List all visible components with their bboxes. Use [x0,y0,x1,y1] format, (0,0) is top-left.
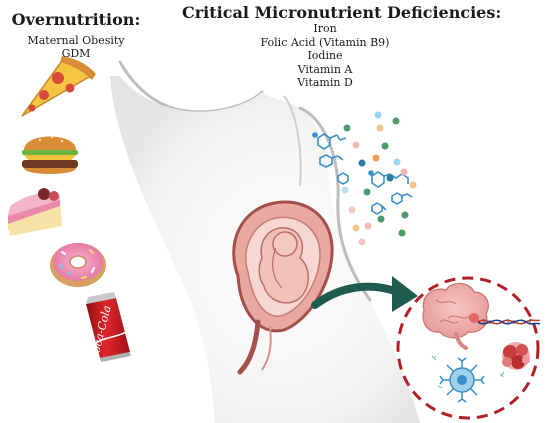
burger-icon [22,135,78,174]
pizza-icon [21,56,96,117]
cake-icon [8,188,62,236]
overnutrition-item: GDM [61,47,91,60]
donut-icon [50,243,106,287]
overnutrition-item: Maternal Obesity [27,34,125,47]
nutrient-dots [341,111,417,246]
uterus-fetus-icon [232,200,334,375]
micronutrient-item-iron: Iron [313,22,337,35]
micronutrient-title: Critical Micronutrient Deficiencies: [182,3,502,22]
micronutrient-list: Iron Folic Acid (Vitamin B9) Iodine Vita… [182,22,468,90]
immune-cell-icon [431,355,505,403]
micronutrient-item-folic-acid: Folic Acid (Vitamin B9) [260,35,390,49]
overnutrition-list: Maternal Obesity GDM [6,34,146,60]
dna-strand-icon [477,319,541,325]
soda-can-icon: Coca-Cola [86,292,131,362]
overnutrition-title: Overnutrition: [11,10,141,29]
curved-arrow-icon [311,276,418,312]
micronutrient-item-iodine: Iodine [307,49,343,62]
tissue-cluster-icon [502,342,530,370]
brain-icon [422,282,489,350]
molecule-icon [312,132,413,215]
micronutrient-item-vitamin-a: Vitamin A [297,62,353,76]
micronutrient-item-vitamin-d: Vitamin D [297,76,353,89]
